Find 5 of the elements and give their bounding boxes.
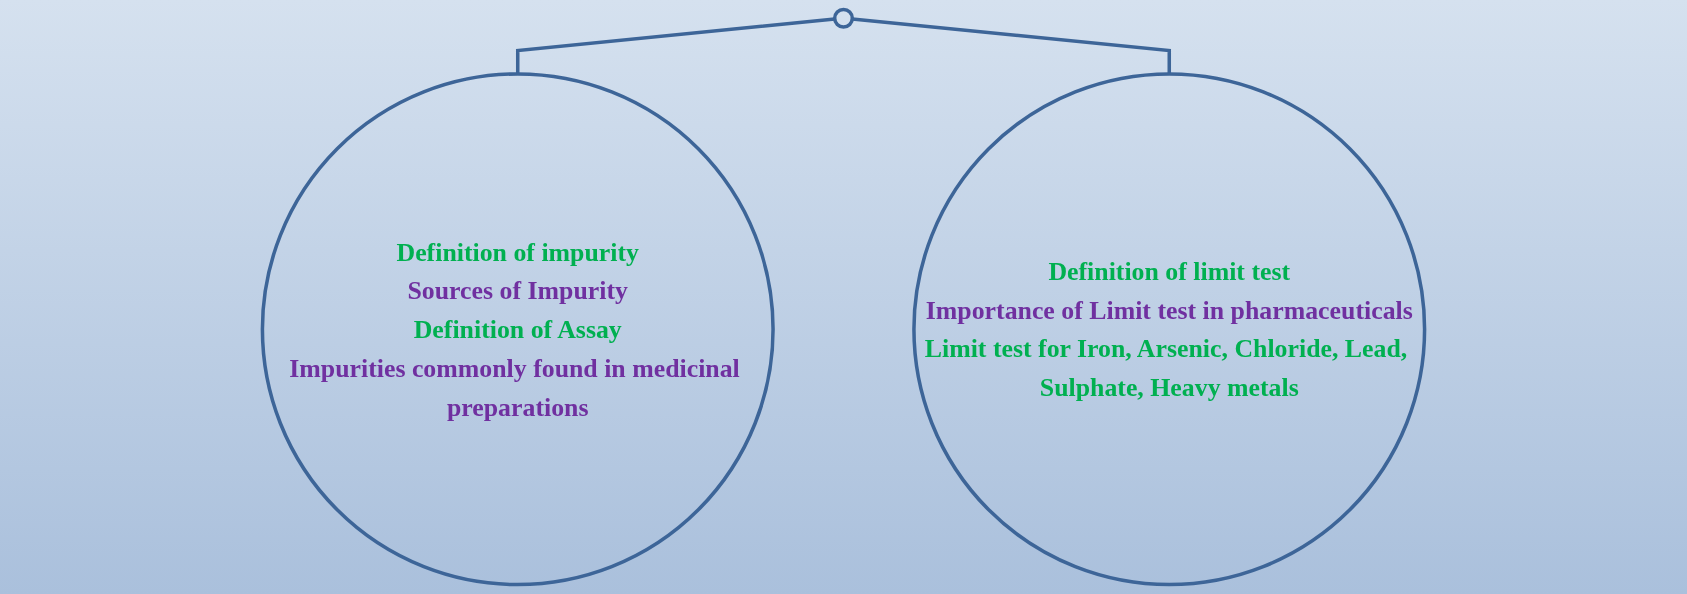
connector: [516, 17, 835, 74]
node-circle: Definition of limit test Importance of Limit test in pharmaceuticals Limit test for Iron, Arsenic, Chloride, Lead, Sulphate, Heavy metals: [912, 72, 1427, 587]
node-circle: [832, 7, 855, 29]
connector: [852, 17, 1171, 74]
node-circle: Definition of impurity Sources of Impurity Definition of Assay Impurities commonly found in medicinal preparations: [260, 72, 775, 587]
